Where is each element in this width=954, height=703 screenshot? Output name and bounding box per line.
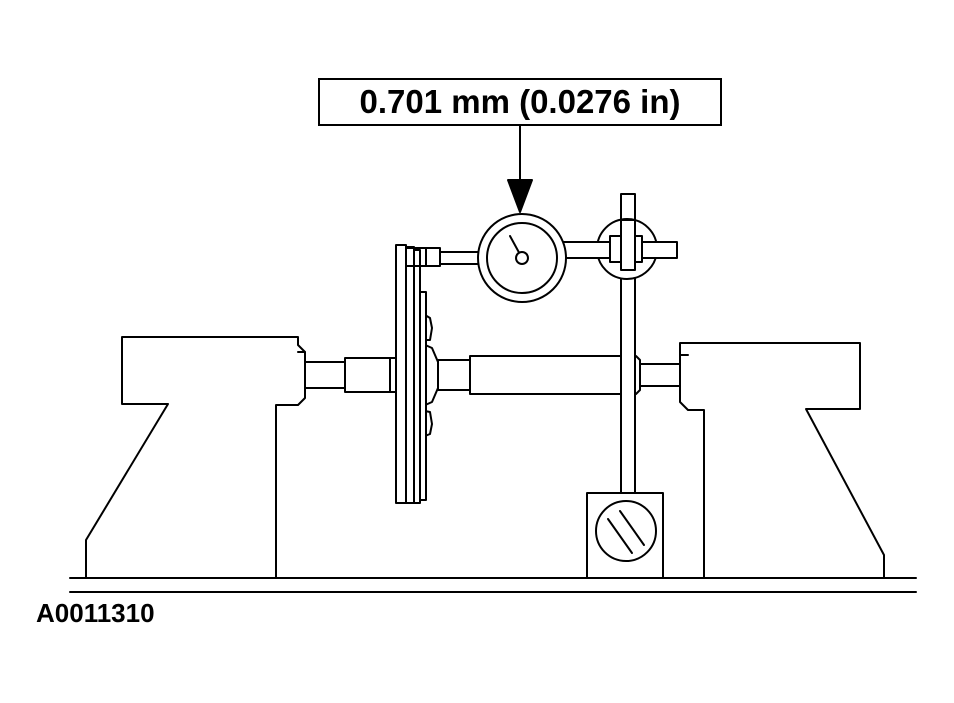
right-support-stand bbox=[679, 342, 885, 579]
work-surface bbox=[69, 577, 917, 593]
measurement-callout: 0.701 mm (0.0276 in) bbox=[318, 78, 722, 126]
indicator-clamp bbox=[562, 218, 678, 280]
figure-id-label: A0011310 bbox=[36, 598, 155, 628]
dial-indicator bbox=[405, 213, 567, 303]
callout-pointer-arrow bbox=[507, 125, 533, 213]
magnetic-base bbox=[586, 492, 664, 579]
brake-disc bbox=[395, 244, 427, 504]
left-support-stand bbox=[85, 336, 306, 579]
shaft bbox=[304, 355, 681, 395]
